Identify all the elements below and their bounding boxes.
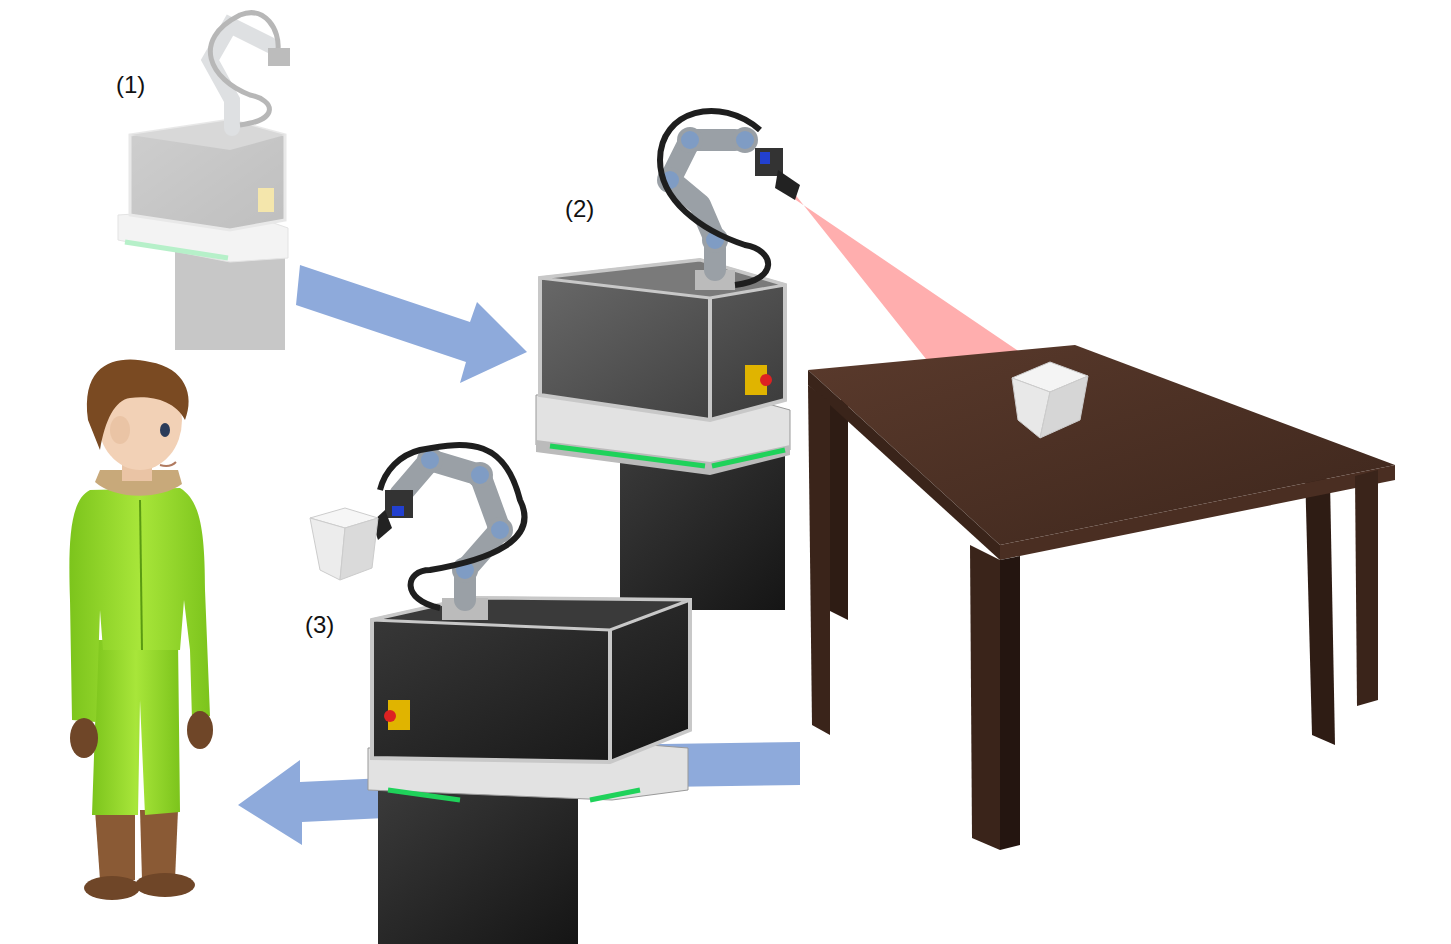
table bbox=[808, 345, 1395, 850]
motion-arrow bbox=[238, 760, 385, 845]
robot-start bbox=[118, 13, 290, 350]
callout-number: (3) bbox=[305, 612, 334, 638]
callout-number: (1) bbox=[116, 72, 145, 98]
callout-number: (2) bbox=[565, 196, 594, 222]
human-avatar bbox=[69, 360, 213, 900]
robot-deliver bbox=[368, 445, 690, 944]
motion-arrow bbox=[296, 265, 527, 383]
robot-pick bbox=[536, 111, 800, 610]
target-cube bbox=[1012, 362, 1088, 438]
held-cube bbox=[310, 508, 378, 580]
